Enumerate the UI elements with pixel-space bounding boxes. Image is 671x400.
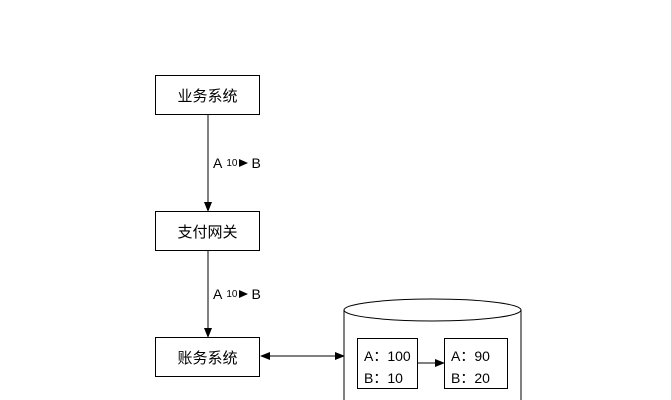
balance-before-b: B：10 — [364, 370, 403, 386]
transfer-amount: 10 — [226, 157, 238, 169]
ledger-system-label: 账务系统 — [177, 349, 238, 367]
right-arrow-icon — [239, 290, 249, 298]
right-arrow-icon — [239, 159, 249, 167]
payment-gateway-label: 支付网关 — [177, 223, 238, 241]
payment-gateway-node: 支付网关 — [155, 211, 260, 251]
business-system-node: 业务系统 — [155, 75, 260, 115]
transfer-from: A — [213, 155, 223, 171]
transfer-amount: 10 — [226, 288, 238, 300]
balance-after-box: A：90 B：20 — [444, 338, 508, 389]
transfer-to: B — [251, 286, 261, 302]
ledger-system-node: 账务系统 — [155, 337, 260, 377]
balance-before-a: A：100 — [364, 348, 411, 364]
balance-before-box: A：100 B：10 — [357, 338, 418, 389]
business-system-label: 业务系统 — [177, 87, 238, 105]
balance-after-a: A：90 — [451, 348, 490, 364]
transfer-label-1: A 10 B — [213, 155, 261, 171]
transfer-to: B — [251, 155, 261, 171]
transfer-label-2: A 10 B — [213, 286, 261, 302]
transfer-from: A — [213, 286, 223, 302]
balance-after-b: B：20 — [451, 370, 490, 386]
